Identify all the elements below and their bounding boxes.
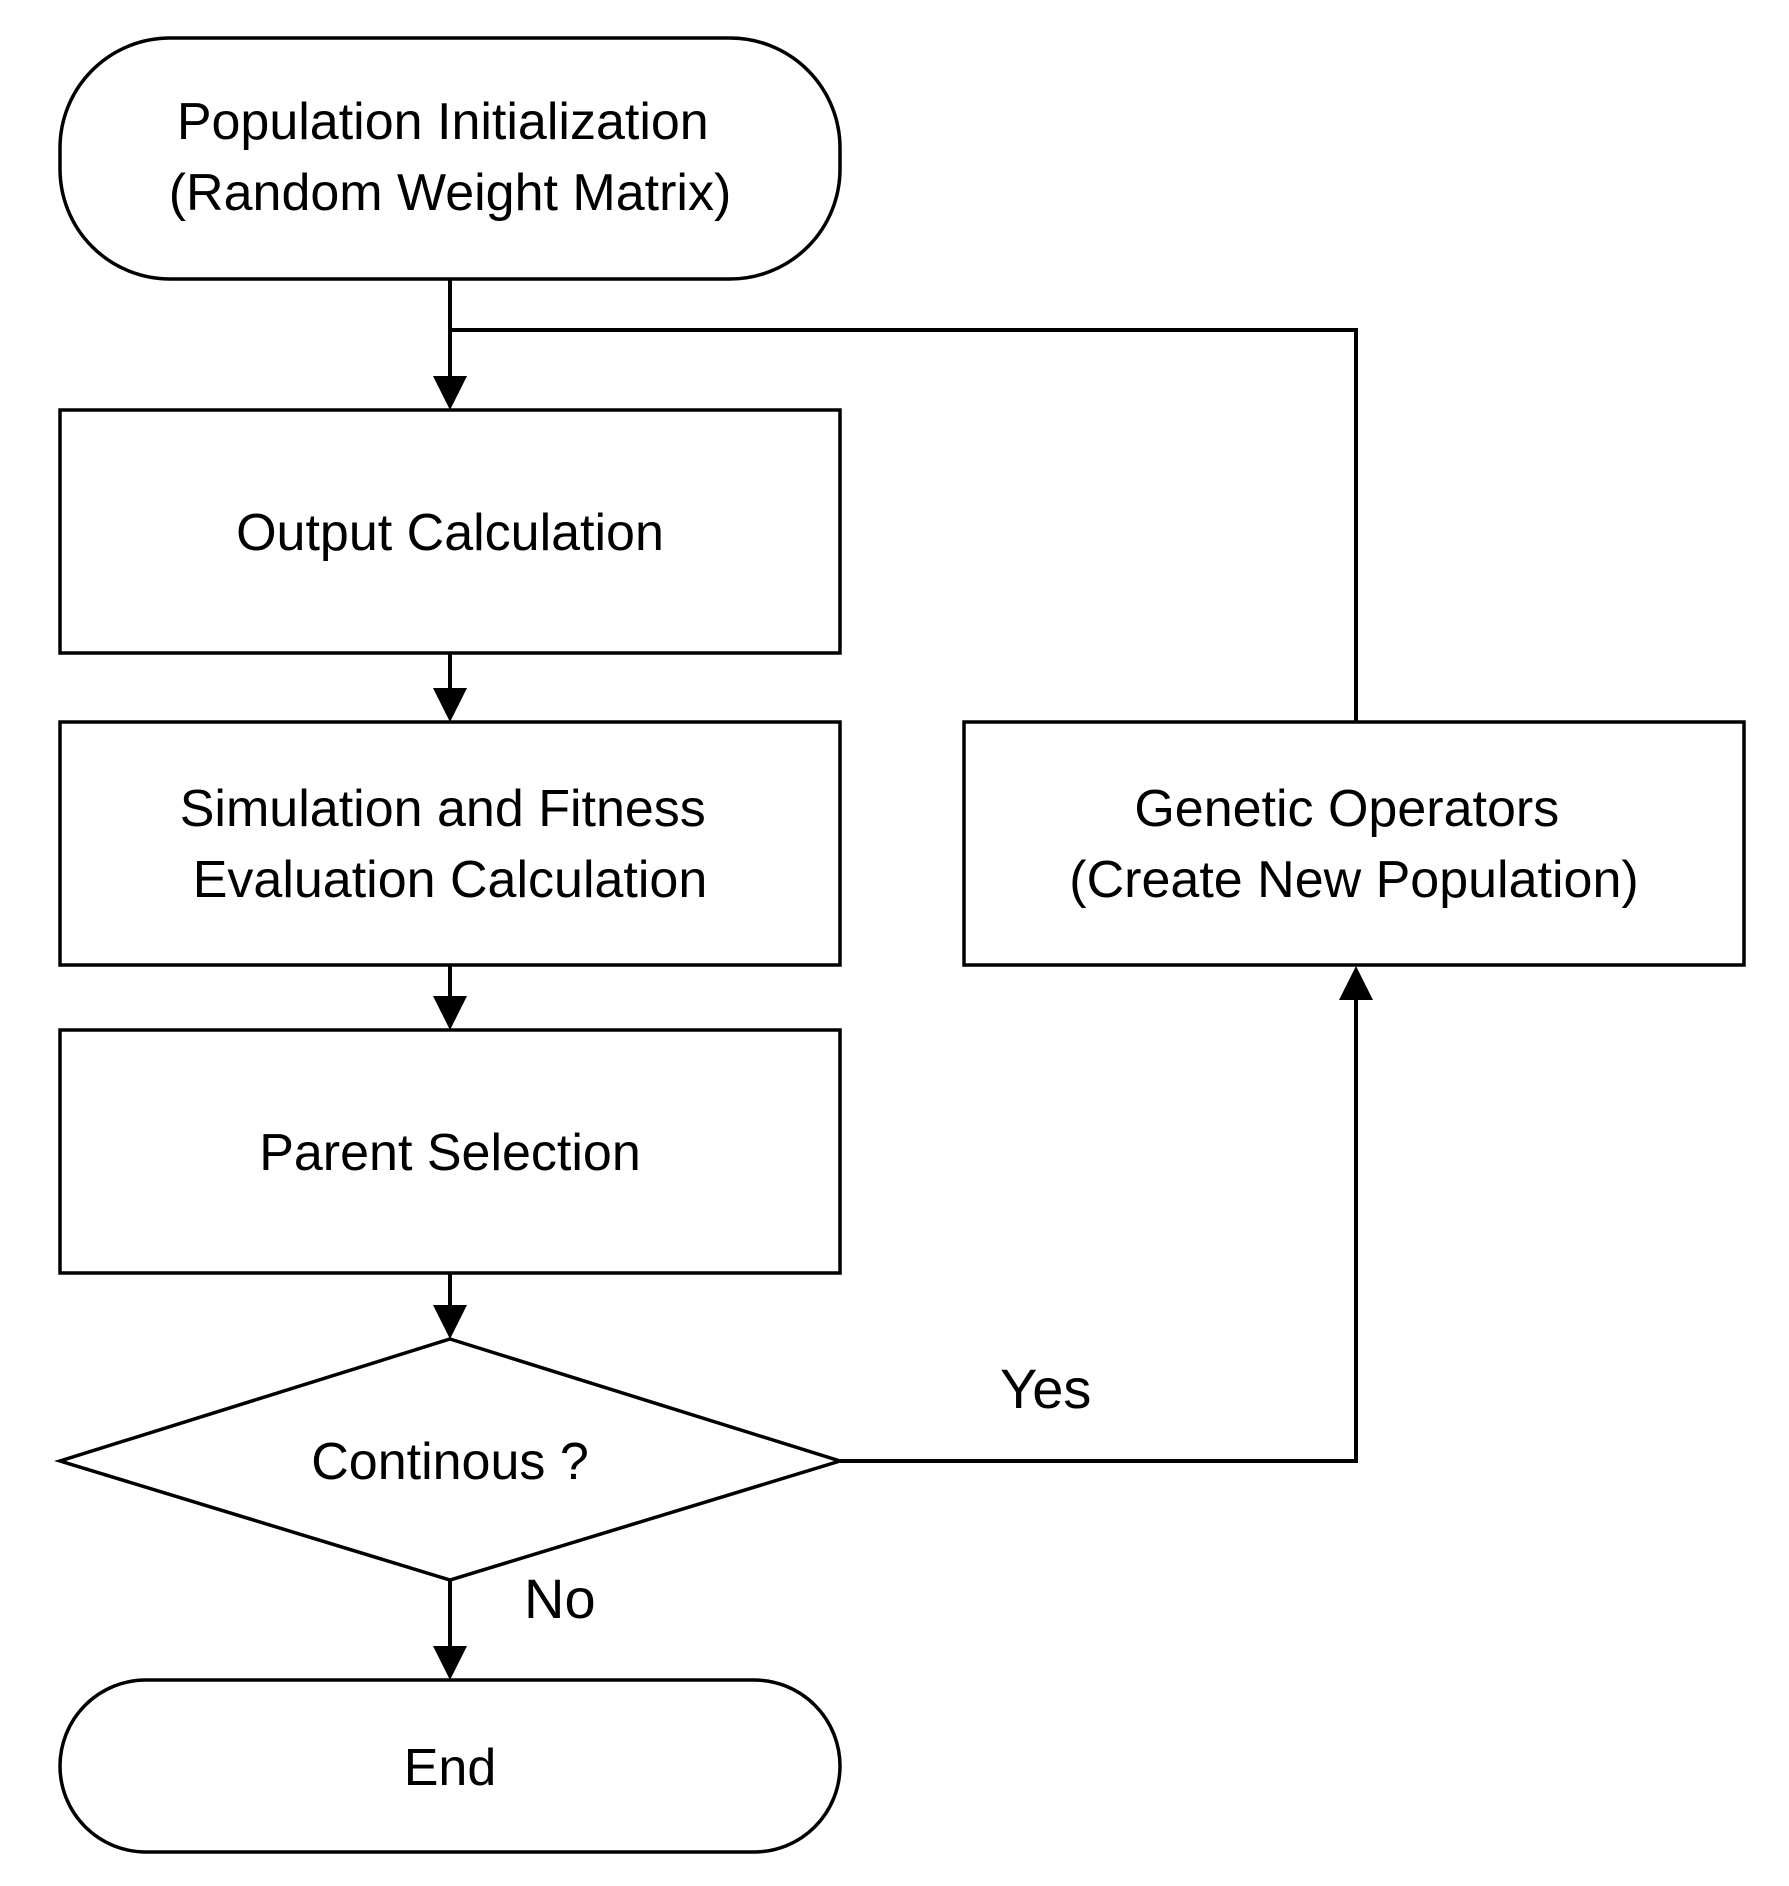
start-terminator-shape [58,36,842,281]
node-genetic-operators: Genetic Operators (Create New Population… [962,720,1746,967]
svg-text:Continous ?: Continous ? [311,1433,589,1491]
connector-yes-to-genetic [840,996,1358,1463]
svg-text:End: End [404,1739,497,1797]
genetic-operators-line-2: (Create New Population) [1069,851,1638,909]
arrowhead-into-simulation [433,688,467,722]
node-output-calculation: Output Calculation [58,408,842,655]
svg-text:Output Calculation: Output Calculation [236,504,664,562]
node-start: Population Initialization (Random Weight… [58,36,842,281]
arrowhead-into-genetic [1339,966,1373,1000]
decision-label: Continous ? [311,1433,589,1491]
output-calculation-box [58,408,842,655]
arrowhead-into-decision [433,1305,467,1339]
simulation-fitness-box [58,720,842,967]
simulation-line-2: Evaluation Calculation [193,851,708,909]
end-label: End [404,1739,497,1797]
simulation-line-1: Simulation and Fitness [180,780,706,838]
start-line-2: (Random Weight Matrix) [169,164,732,222]
arrowhead-into-end [433,1646,467,1680]
yes-label: Yes [1000,1357,1091,1420]
svg-text:Parent Selection: Parent Selection [259,1124,641,1182]
end-terminator-shape [58,1678,842,1854]
node-end: End [58,1678,842,1854]
node-decision: Continous ? [54,1337,846,1582]
output-calculation-label: Output Calculation [236,504,664,562]
decision-diamond [54,1337,846,1582]
start-line-1: Population Initialization [177,93,709,151]
no-label: No [524,1567,596,1630]
svg-text:Population Initialization: Population Initialization (Random Weight… [169,93,732,222]
svg-text:Genetic Operators (Creat: Genetic Operators (Create New Population… [1069,780,1638,909]
node-simulation-fitness: Simulation and Fitness Evaluation Calcul… [58,720,842,967]
svg-text:Simulation and Fitness E: Simulation and Fitness Evaluation Calcul… [180,780,721,909]
arrowhead-into-output [433,376,467,410]
parent-selection-box [58,1028,842,1275]
genetic-operators-box [962,720,1746,967]
arrowhead-into-parent [433,996,467,1030]
genetic-operators-line-1: Genetic Operators [1134,780,1559,838]
connector-loop-back [450,328,1358,722]
parent-selection-label: Parent Selection [259,1124,641,1182]
node-parent-selection: Parent Selection [58,1028,842,1275]
